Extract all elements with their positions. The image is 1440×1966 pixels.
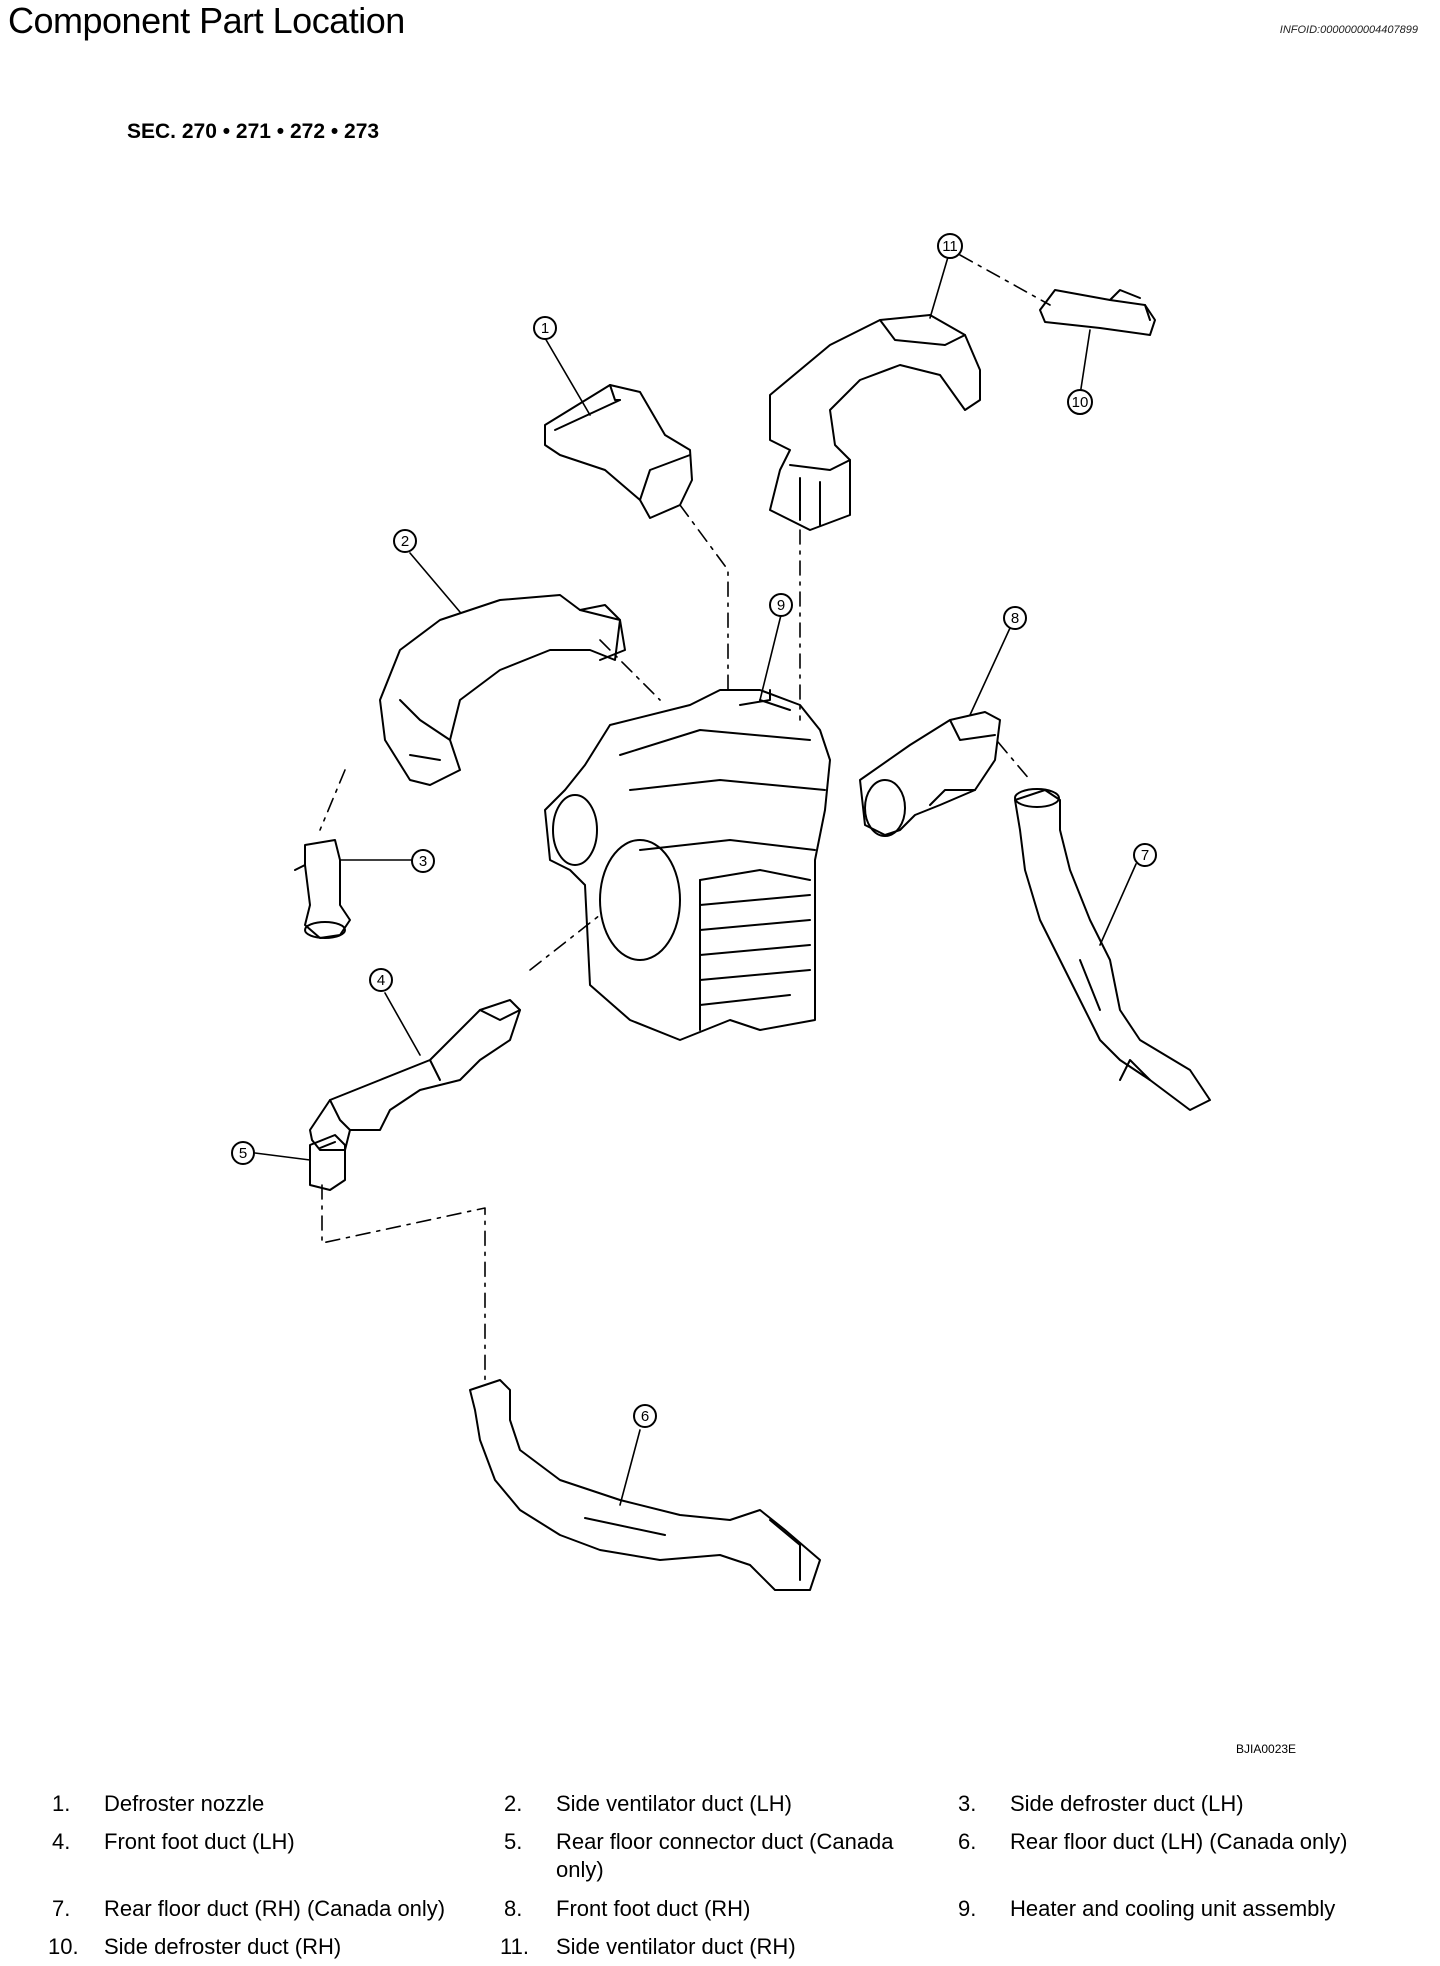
rear-floor-duct-lh-part [469, 1379, 821, 1591]
callout-6: 6 [633, 1404, 657, 1428]
legend-number: 10. [48, 1934, 79, 1959]
callout-10: 10 [1067, 389, 1093, 415]
assembly-lines [319, 254, 1051, 1381]
legend-text: Rear floor duct (LH) (Canada only) [1010, 1829, 1348, 1854]
side-ventilator-duct-lh-part [379, 594, 626, 786]
legend-number: 7. [52, 1896, 71, 1921]
legend-number: 9. [958, 1896, 977, 1921]
legend-text: Front foot duct (LH) [104, 1829, 295, 1854]
svg-text:5: 5 [239, 1145, 247, 1162]
side-defroster-duct-rh-part [1039, 289, 1156, 336]
info-id: INFOID:0000000004407899 [1279, 24, 1418, 36]
svg-text:9: 9 [777, 597, 785, 614]
defroster-nozzle-part [544, 384, 693, 519]
legend-text: Heater and cooling unit assembly [1010, 1896, 1336, 1921]
legend-number: 1. [52, 1791, 71, 1816]
leader-lines [254, 256, 1137, 1506]
section-reference: SEC. 270 • 271 • 272 • 273 [127, 120, 380, 143]
svg-text:2: 2 [401, 533, 409, 550]
callout-8: 8 [1003, 606, 1027, 630]
legend-text: Front foot duct (RH) [556, 1896, 751, 1921]
callout-3: 3 [411, 849, 435, 873]
svg-text:3: 3 [419, 853, 427, 870]
figure-id: BJIA0023E [1236, 1742, 1297, 1756]
heater-cooling-unit-part [544, 689, 831, 1041]
legend-number: 3. [958, 1791, 977, 1816]
rear-floor-duct-rh-part [1014, 788, 1211, 1111]
callout-9: 9 [769, 593, 793, 617]
rear-floor-connector-duct-part [309, 1134, 346, 1191]
svg-text:11: 11 [942, 238, 958, 255]
callout-4: 4 [369, 968, 393, 992]
callout-5: 5 [231, 1141, 255, 1165]
legend-number: 2. [504, 1791, 523, 1816]
side-ventilator-duct-rh-part [769, 314, 981, 531]
svg-text:7: 7 [1141, 847, 1149, 864]
legend-text: Side defroster duct (RH) [104, 1934, 342, 1959]
legend-number: 11. [500, 1934, 529, 1959]
legend-number: 8. [504, 1896, 523, 1921]
front-foot-duct-lh-part [309, 999, 521, 1151]
svg-text:6: 6 [641, 1408, 649, 1425]
component-diagram: 1 2 3 4 5 6 7 8 9 10 11 [231, 233, 1211, 1591]
legend-number: 6. [958, 1829, 977, 1854]
svg-text:1: 1 [541, 320, 549, 337]
callout-7: 7 [1133, 843, 1157, 867]
legend-text: Rear floor duct (RH) (Canada only) [104, 1896, 446, 1921]
legend-text: Side defroster duct (LH) [1010, 1791, 1244, 1816]
svg-text:10: 10 [1072, 394, 1089, 411]
legend-number: 5. [504, 1829, 523, 1854]
legend-text: Rear floor connector duct (Canada only) [556, 1829, 894, 1882]
legend-text: Defroster nozzle [104, 1791, 265, 1816]
front-foot-duct-rh-part [859, 711, 1001, 837]
legend-text: Side ventilator duct (RH) [556, 1934, 796, 1959]
callout-11: 11 [937, 233, 963, 259]
legend-text: Side ventilator duct (LH) [556, 1791, 792, 1816]
page-title: Component Part Location [8, 0, 405, 41]
side-defroster-duct-lh-part [294, 839, 351, 939]
callout-1: 1 [533, 316, 557, 340]
legend-number: 4. [52, 1829, 71, 1854]
callout-2: 2 [393, 529, 417, 553]
callout-markers: 1 2 3 4 5 6 7 8 9 10 11 [231, 233, 1157, 1428]
svg-text:8: 8 [1011, 610, 1019, 627]
svg-text:4: 4 [377, 972, 385, 989]
